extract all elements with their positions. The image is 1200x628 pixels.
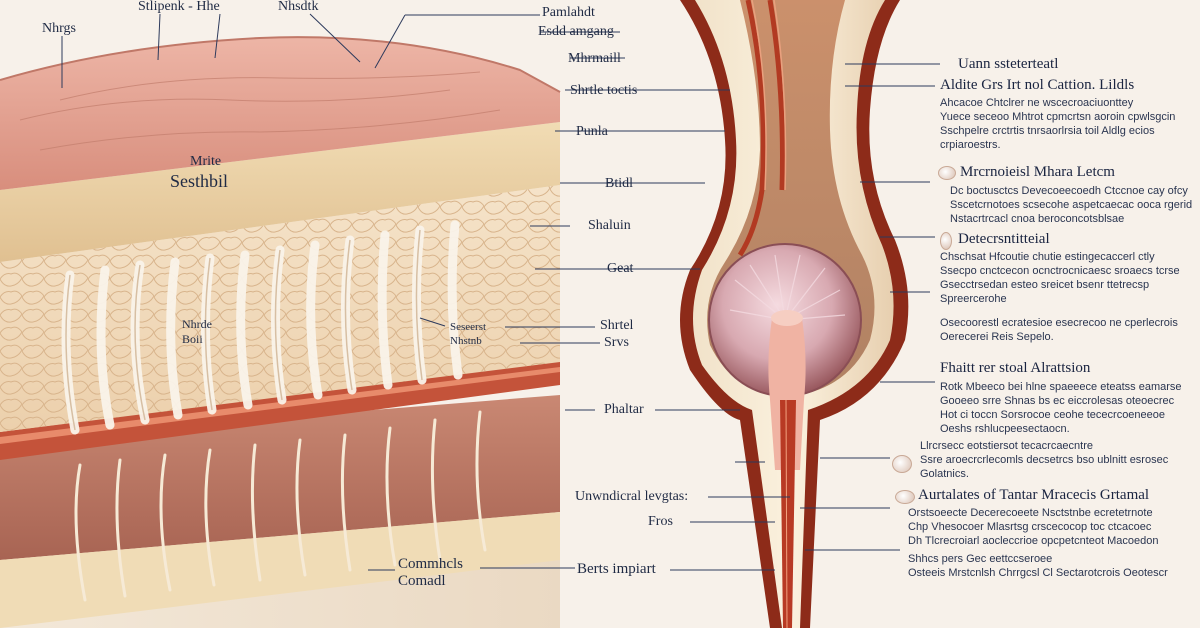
label-top1: Stlipenk - Hhe	[138, 0, 220, 14]
label-m6: Btidl	[605, 176, 634, 191]
label-m1: Pamlahdt	[542, 5, 595, 20]
label-m7: Shaluin	[588, 218, 631, 233]
label-bottom2: Comadl	[398, 573, 446, 589]
label-m3: Mhrmaill	[568, 51, 621, 66]
label-bottom1: Commhcls	[398, 556, 464, 572]
label-m9: Shrtel	[600, 318, 634, 333]
label-top3: Nhrgs	[42, 21, 76, 36]
label-m11: Phaltar	[604, 402, 644, 417]
section2-title: Mrcrnoieisl Mhara Letcm	[960, 164, 1115, 180]
section6-body: Llrcrsecc eotstiersot tecacrcaecntre Ssr…	[920, 440, 1169, 481]
label-center-small: Mrite	[190, 154, 222, 169]
label-m2: Esdd amgang	[538, 24, 614, 39]
label-center-big: Sesthbil	[170, 171, 229, 191]
section4-body: Osecoorestl ecratesioe esecrecoo ne cper…	[940, 317, 1178, 344]
bullet-icon	[892, 455, 912, 473]
section1-subtitle: Aldite Grs Irt nol Cattion. Lildls	[940, 77, 1135, 93]
section5-body: Rotk Mbeeco bei hlne spaeeece eteatss ea…	[940, 381, 1182, 436]
label-m14: Berts impiart	[577, 561, 656, 577]
section8-body: Shhcs pers Gec eettccseroee Osteeis Mrst…	[908, 553, 1168, 580]
label-top2: Nhsdtk	[278, 0, 319, 14]
section3-title: Detecrsntitteial	[958, 231, 1050, 247]
section5-title: Fhaitt rer stoal Alrattsion	[940, 360, 1091, 376]
section7-title: Aurtalates of Tantar Mracecis Grtamal	[918, 487, 1150, 503]
label-m13: Fros	[648, 514, 673, 529]
label-inner3: Seseerst	[450, 321, 487, 333]
label-inner2: Boii	[182, 332, 203, 346]
section2-body: Dc boctusctcs Devecoeecoedh Ctccnoe cay …	[950, 185, 1193, 226]
label-m12: Unwndicral levgtas:	[575, 489, 689, 504]
label-m8: Geat	[607, 261, 634, 276]
section7-body: Orstsoeecte Decerecoeete Nsctstnbe ecret…	[908, 507, 1159, 548]
label-inner1: Nhrde	[182, 317, 212, 331]
label-m5: Punla	[576, 124, 608, 139]
section3-body: Chschsat Hfcoutie chutie estingecaccerl …	[940, 251, 1180, 306]
label-m4: Shrtle toctis	[570, 83, 638, 98]
bullet-icon	[940, 232, 952, 250]
section1-body: Ahcacoe Chtclrer ne wscecroaciuonttey Yu…	[940, 97, 1176, 152]
section1-title: Uann ssteterteatl	[958, 56, 1059, 72]
label-inner4: Nhstnb	[450, 335, 482, 347]
bullet-icon	[938, 166, 956, 180]
label-m10: Srvs	[604, 335, 629, 350]
bullet-icon	[895, 490, 915, 504]
